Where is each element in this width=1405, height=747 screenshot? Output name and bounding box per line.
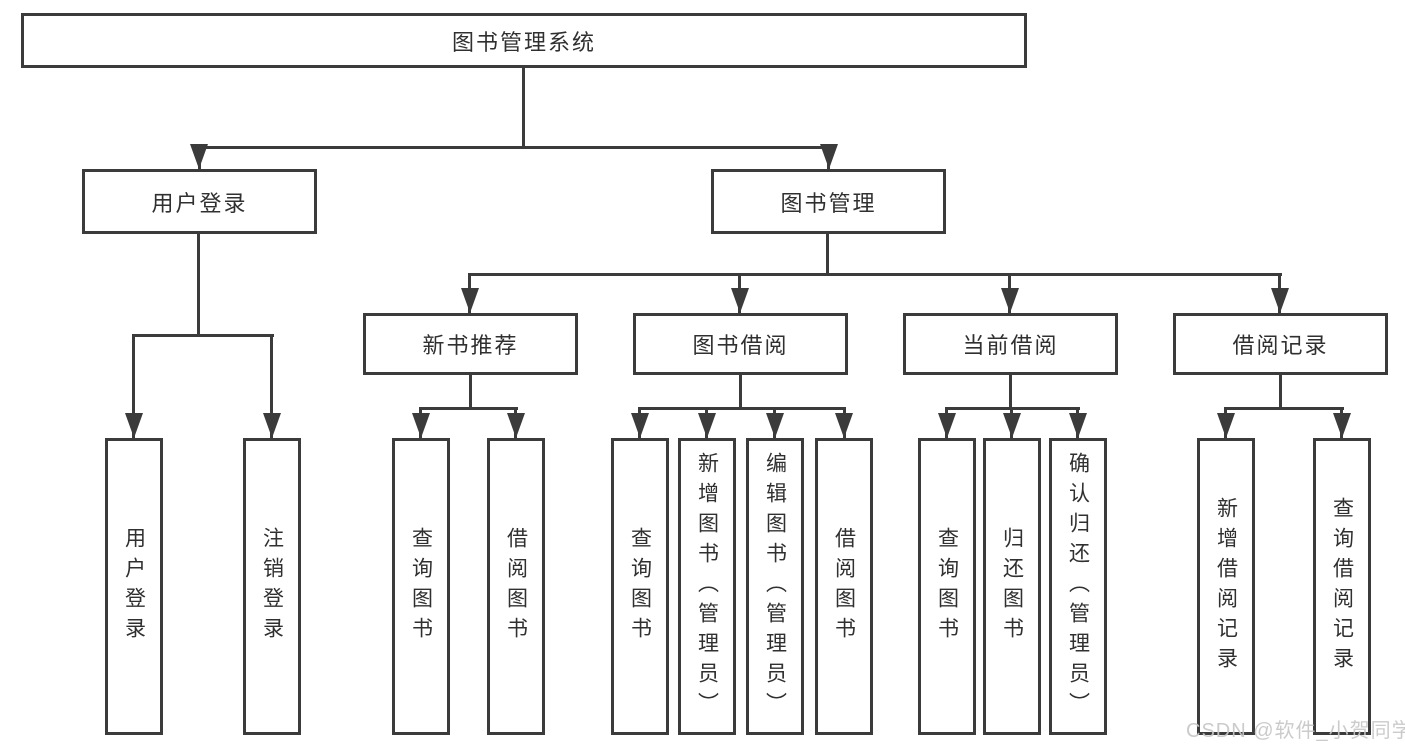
arrowhead-down bbox=[412, 413, 430, 438]
node-user-login: 用户登录 bbox=[82, 169, 317, 234]
node-book-borrowing: 图书借阅 bbox=[633, 313, 848, 375]
arrowhead-down bbox=[698, 413, 716, 438]
leaf-add-books-admin: 新增图书（管理员） bbox=[678, 438, 736, 735]
connector-line bbox=[198, 146, 830, 149]
arrowhead-down bbox=[731, 288, 749, 313]
leaf-borrow-books-recommend: 借阅图书 bbox=[487, 438, 545, 735]
arrowhead-down bbox=[631, 413, 649, 438]
leaf-logout: 注销登录 bbox=[243, 438, 301, 735]
leaf-return-books: 归还图书 bbox=[983, 438, 1041, 735]
connector-line bbox=[1224, 407, 1344, 410]
connector-line bbox=[132, 334, 274, 337]
connector-line bbox=[468, 273, 1282, 276]
connector-line bbox=[270, 334, 273, 438]
arrowhead-down bbox=[938, 413, 956, 438]
arrowhead-down bbox=[1003, 413, 1021, 438]
connector-line bbox=[638, 407, 846, 410]
connector-line bbox=[1009, 375, 1012, 407]
node-book-management: 图书管理 bbox=[711, 169, 946, 234]
arrowhead-down bbox=[766, 413, 784, 438]
leaf-query-books-current: 查询图书 bbox=[918, 438, 976, 735]
leaf-query-books-recommend: 查询图书 bbox=[392, 438, 450, 735]
leaf-query-borrow-record: 查询借阅记录 bbox=[1313, 438, 1371, 735]
watermark: CSDN @软件_小贺同学 bbox=[1186, 720, 1405, 742]
leaf-edit-books-admin: 编辑图书（管理员） bbox=[746, 438, 804, 735]
arrowhead-down bbox=[125, 413, 143, 438]
connector-line bbox=[469, 375, 472, 407]
arrowhead-down bbox=[1217, 413, 1235, 438]
arrowhead-down bbox=[835, 413, 853, 438]
arrowhead-down bbox=[820, 144, 838, 169]
connector-line bbox=[132, 334, 135, 438]
connector-line bbox=[419, 407, 518, 410]
leaf-query-books-borrowing: 查询图书 bbox=[611, 438, 669, 735]
leaf-confirm-return-admin: 确认归还（管理员） bbox=[1049, 438, 1107, 735]
arrowhead-down bbox=[1271, 288, 1289, 313]
connector-line bbox=[826, 234, 829, 273]
leaf-user-login: 用户登录 bbox=[105, 438, 163, 735]
connector-line bbox=[1279, 375, 1282, 407]
arrowhead-down bbox=[263, 413, 281, 438]
arrowhead-down bbox=[190, 144, 208, 169]
arrowhead-down bbox=[1333, 413, 1351, 438]
leaf-borrow-books-borrowing: 借阅图书 bbox=[815, 438, 873, 735]
arrowhead-down bbox=[1069, 413, 1087, 438]
node-new-book-recommend: 新书推荐 bbox=[363, 313, 578, 375]
connector-line bbox=[739, 375, 742, 407]
node-borrowing-records: 借阅记录 bbox=[1173, 313, 1388, 375]
leaf-add-borrow-record: 新增借阅记录 bbox=[1197, 438, 1255, 735]
node-library-system: 图书管理系统 bbox=[21, 13, 1027, 68]
arrowhead-down bbox=[1001, 288, 1019, 313]
connector-line bbox=[197, 234, 200, 334]
arrowhead-down bbox=[461, 288, 479, 313]
arrowhead-down bbox=[507, 413, 525, 438]
connector-line bbox=[522, 68, 525, 146]
node-current-borrowing: 当前借阅 bbox=[903, 313, 1118, 375]
